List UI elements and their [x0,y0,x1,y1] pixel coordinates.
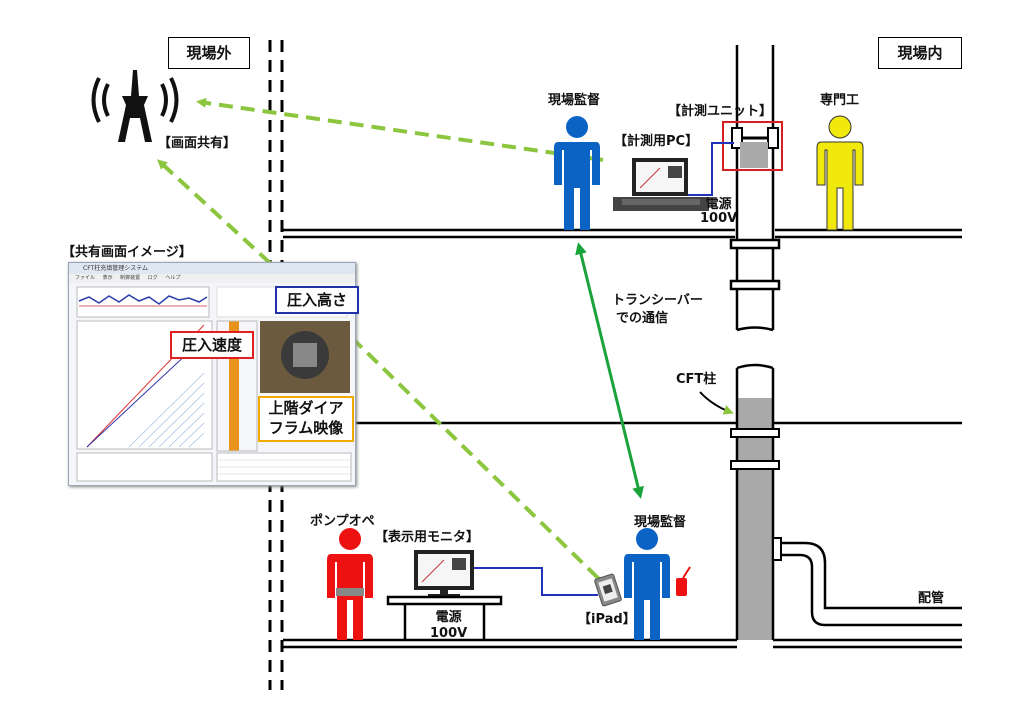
person-icon [554,116,600,230]
supervisor-bottom-label: 現場監督 [634,515,687,530]
shot-graphics [76,286,352,482]
cft-column-label: CFT柱 [676,372,717,387]
transceiver-line2: での通信 [616,310,669,326]
callout-video-line2: フラム映像 [268,419,344,437]
transceiver-arrow [575,242,644,499]
laptop-icon [613,158,709,211]
transceiver-label: トランシーバー での通信 [612,292,703,327]
shot-menubar: ファイル 表示 制御装置 ログ ヘルプ [69,274,355,283]
monitor-icon [414,550,474,597]
ipad-icon [594,573,622,607]
cft-column-upper [729,45,781,332]
person-icon [327,528,373,640]
measure-unit-label: 【計測ユニット】 [668,104,773,119]
share-arrows [157,97,606,586]
cft-leader [699,391,734,415]
power-top-label: 電源 100V [700,197,738,227]
shot-titlebar: CFT柱充填管理システム [69,263,355,274]
ipad-label: 【iPad】 [578,612,636,627]
callout-video-line1: 上階ダイア [268,399,344,417]
shared-image-label: 【共有画面イメージ】 [62,245,192,260]
power-top-line2: 100V [700,211,738,227]
callout-press-speed: 圧入速度 [170,331,254,359]
power-bottom-line2: 100V [430,625,468,641]
person-icon [816,115,864,231]
piping-label: 配管 [918,591,945,606]
transceiver-icon [676,566,691,596]
measurement-unit [722,121,783,171]
pump-operator-label: ポンプオペ [310,514,375,529]
floor-slabs [283,228,962,649]
callout-press-height: 圧入高さ [275,286,359,314]
callout-diaphragm-video: 上階ダイア フラム映像 [258,396,354,442]
inside-label: 現場内 [878,37,962,69]
cables [473,142,734,596]
measure-pc-label: 【計測用PC】 [614,134,699,149]
broadcast-tower-icon [91,70,179,142]
power-bottom-label: 電源 100V [430,610,467,641]
transceiver-line1: トランシーバー [612,293,703,308]
specialist-label: 専門工 [820,93,860,108]
power-bottom-line1: 電源 [435,610,462,625]
display-monitor-label: 【表示用モニタ】 [375,530,480,545]
outside-label: 現場外 [168,37,250,69]
power-top-line1: 電源 [705,197,732,212]
cft-column-lower [730,363,782,640]
supervisor-top-label: 現場監督 [548,93,601,108]
piping [781,541,962,627]
screen-share-label: 【画面共有】 [158,136,237,151]
table [386,595,503,640]
person-icon [624,528,670,640]
